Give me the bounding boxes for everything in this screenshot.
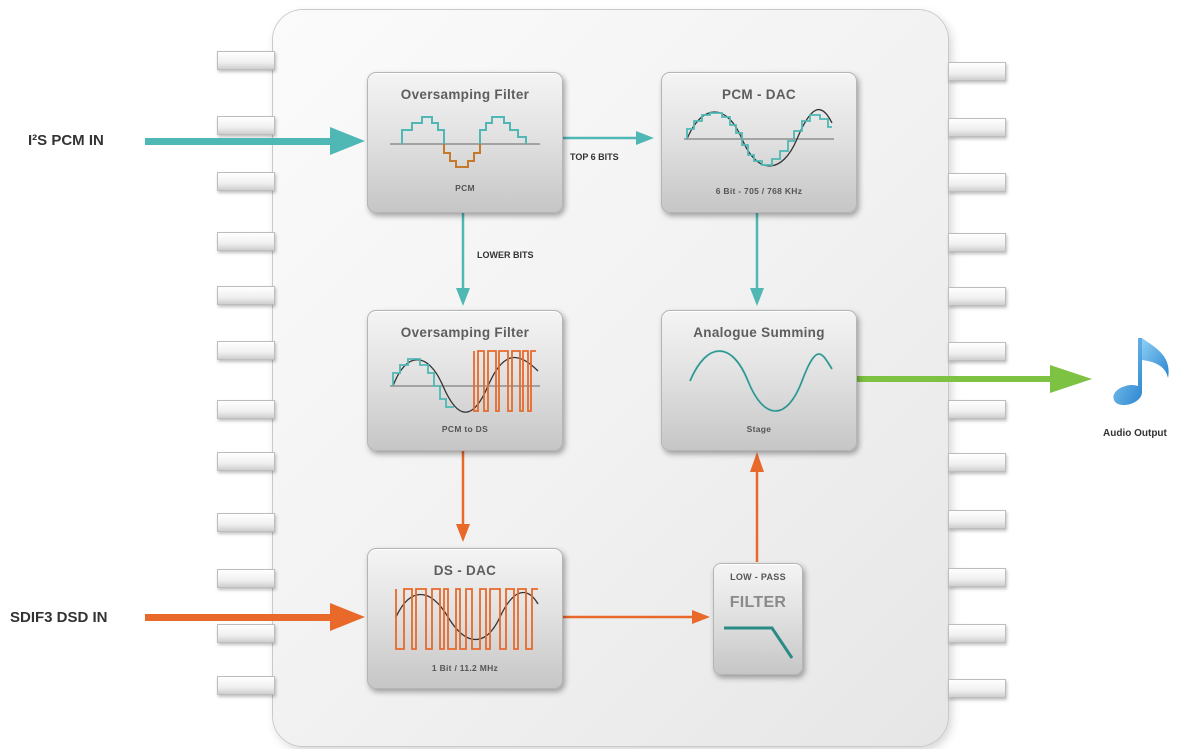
block-title: Oversamping Filter — [400, 325, 530, 340]
block-subtitle: PCM to DS — [441, 424, 489, 434]
chip-pin — [948, 342, 1006, 361]
filter-title: LOW - PASS — [730, 572, 786, 582]
chip-pin — [217, 172, 275, 191]
low-pass-filter-block: LOW - PASS FILTER — [713, 563, 803, 675]
block-title: Analogue Summing — [693, 325, 825, 340]
chip-pin — [217, 286, 275, 305]
chip-pin — [217, 513, 275, 532]
top-bits-arrow — [563, 131, 654, 145]
chip-pin — [217, 676, 275, 695]
chip-pin — [217, 232, 275, 251]
block-subtitle: PCM — [455, 183, 475, 193]
block-subtitle: Stage — [746, 424, 772, 434]
dsd-input-label: SDIF3 DSD IN — [10, 609, 108, 626]
pcm-dac-block: PCM - DAC 6 Bit - 705 / 768 KHz — [661, 72, 857, 213]
chip-pin — [217, 400, 275, 419]
ds-to-dac-arrow — [456, 451, 470, 542]
audio-output-label: Audio Output — [1103, 428, 1167, 439]
chip-pin — [217, 116, 275, 135]
chip-pin — [217, 569, 275, 588]
oversampling-filter-pcm-block: Oversamping Filter PCM — [367, 72, 563, 213]
chip-pin — [217, 341, 275, 360]
chip-pin — [217, 51, 275, 70]
chip-pin — [948, 453, 1006, 472]
chip-pin — [948, 173, 1006, 192]
chip-pin — [948, 679, 1006, 698]
chip-pin — [948, 118, 1006, 137]
music-note-icon — [1113, 338, 1169, 406]
sine-dac-wave-icon — [684, 108, 834, 167]
dac-to-summing-arrow — [750, 213, 764, 306]
chip-pin — [948, 624, 1006, 643]
chip-pin — [948, 568, 1006, 587]
chip-pin — [948, 287, 1006, 306]
block-title: Oversamping Filter — [400, 87, 530, 102]
top-bits-label: TOP 6 BITS — [570, 152, 619, 162]
oversampling-filter-ds-block: Oversamping Filter PCM to DS — [367, 310, 563, 451]
lower-bits-label: LOWER BITS — [477, 250, 534, 260]
chip-pin — [948, 400, 1006, 419]
lower-bits-arrow — [456, 213, 470, 306]
pcm-to-ds-wave-icon — [390, 350, 540, 413]
chip-pin — [217, 624, 275, 643]
block-title: PCM - DAC — [722, 87, 796, 102]
block-subtitle: 6 Bit - 705 / 768 KHz — [715, 186, 803, 196]
block-title: DS - DAC — [433, 563, 497, 578]
filter-to-summing-arrow — [750, 452, 764, 562]
chip-pin — [948, 62, 1006, 81]
pcm-input-arrow — [145, 127, 365, 155]
dsd-input-arrow — [145, 603, 365, 631]
low-pass-response-icon — [724, 626, 794, 659]
pulse-density-wave-icon — [395, 588, 539, 650]
staircase-wave-icon — [390, 116, 540, 168]
analogue-summing-block: Analogue Summing Stage — [661, 310, 857, 451]
ds-dac-block: DS - DAC 1 Bit / 11.2 MHz — [367, 548, 563, 689]
chip-pin — [948, 510, 1006, 529]
dac-to-filter-arrow — [563, 610, 710, 624]
block-subtitle: 1 Bit / 11.2 MHz — [431, 663, 499, 673]
chip-pin — [217, 452, 275, 471]
output-arrow — [853, 365, 1092, 393]
pcm-input-label: I²S PCM IN — [28, 132, 104, 149]
chip-pin — [948, 233, 1006, 252]
sine-wave-icon — [689, 350, 833, 412]
filter-big-label: FILTER — [729, 594, 787, 611]
